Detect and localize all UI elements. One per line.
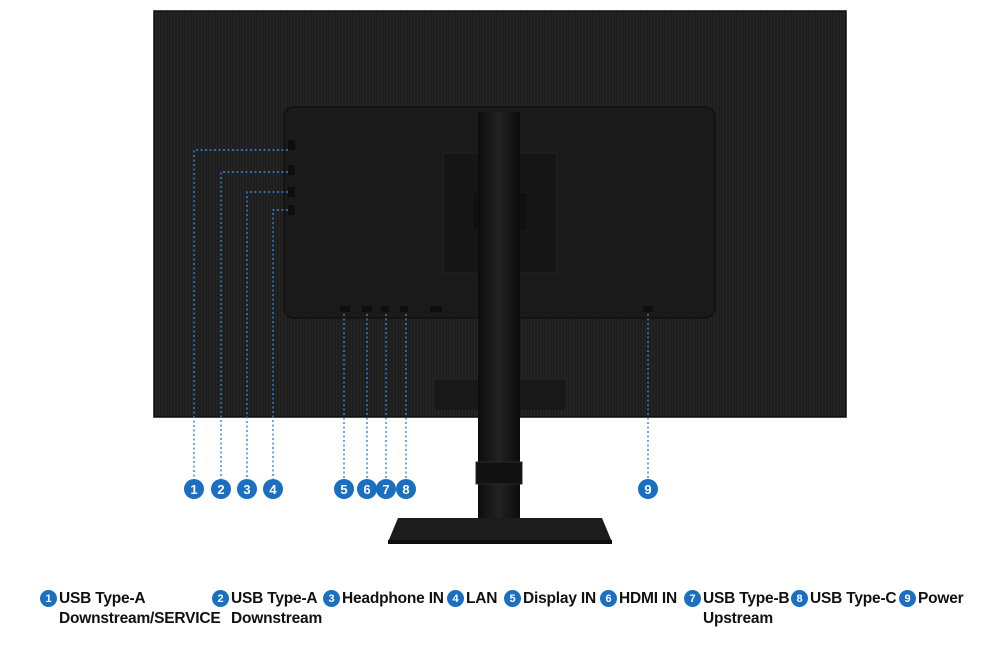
legend-number: 7	[684, 590, 701, 607]
legend-number: 1	[40, 590, 57, 607]
marker-8: 8	[396, 479, 416, 499]
legend-item-headphone-in: 3 Headphone IN	[323, 589, 444, 609]
marker-1: 1	[184, 479, 204, 499]
marker-4: 4	[263, 479, 283, 499]
marker-9: 9	[638, 479, 658, 499]
legend-item-hdmi-in: 6 HDMI IN	[600, 589, 677, 609]
legend-number: 3	[323, 590, 340, 607]
legend-number: 2	[212, 590, 229, 607]
marker-6: 6	[357, 479, 377, 499]
legend-number: 5	[504, 590, 521, 607]
legend-label: USB Type-C	[810, 590, 897, 607]
legend-label: HDMI IN	[619, 590, 678, 607]
stand-base	[388, 518, 612, 542]
legend-label: Headphone IN	[342, 590, 444, 607]
legend-label: LAN	[466, 590, 498, 607]
legend-item-usb-type-c: 8 USB Type-C	[791, 589, 897, 609]
legend-number: 9	[899, 590, 916, 607]
legend-label: Display IN	[523, 590, 596, 607]
legend-number: 8	[791, 590, 808, 607]
marker-5: 5	[334, 479, 354, 499]
marker-2: 2	[211, 479, 231, 499]
legend-item-display-in: 5 Display IN	[504, 589, 596, 609]
legend-number: 4	[447, 590, 464, 607]
marker-3: 3	[237, 479, 257, 499]
legend-label: Power	[918, 590, 964, 607]
legend-item-lan: 4 LAN	[447, 589, 497, 609]
legend-item-power: 9 Power	[899, 589, 964, 609]
legend-number: 6	[600, 590, 617, 607]
marker-7: 7	[376, 479, 396, 499]
